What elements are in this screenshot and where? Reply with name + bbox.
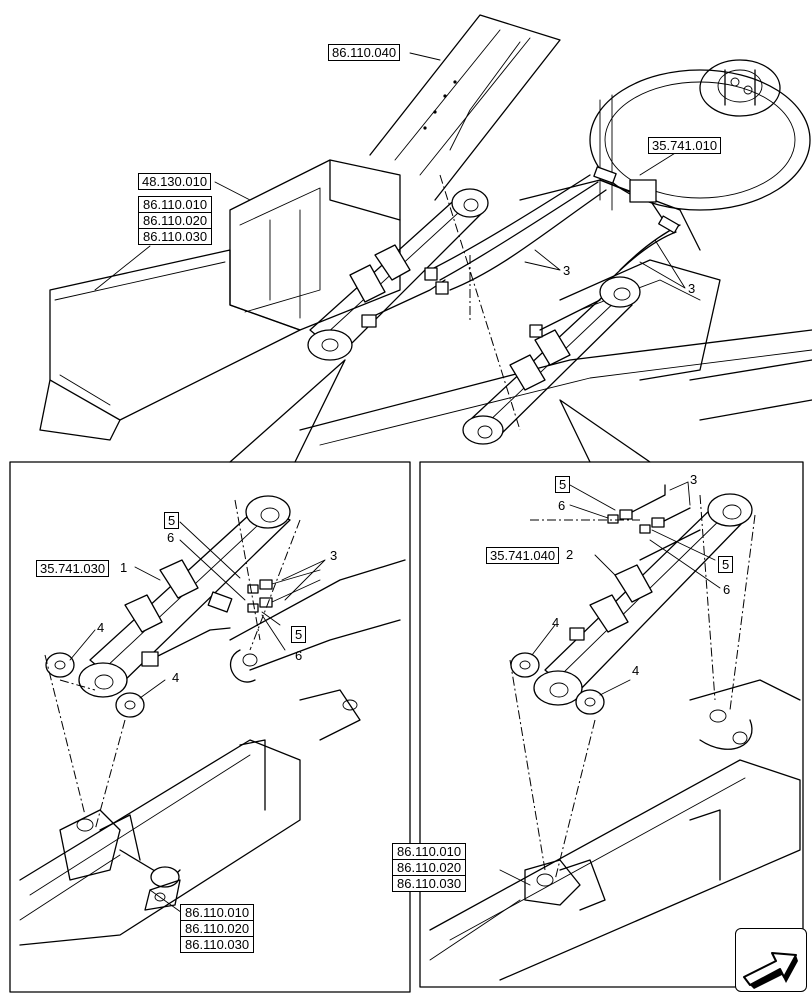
left-detail-frame: [9, 461, 411, 993]
callout-4: 4: [97, 620, 105, 635]
ref-stack-left-item[interactable]: 86.110.010: [181, 905, 254, 921]
right-detail-frame: [419, 461, 804, 988]
callout-5-box: 5: [291, 626, 307, 643]
ref-35-741-030[interactable]: 35.741.030: [36, 560, 110, 577]
callout-1: 1: [120, 560, 128, 575]
ref-stack-top-item[interactable]: 86.110.010: [139, 197, 212, 213]
right-detail-scene: [429, 481, 801, 981]
ref-86-110-040[interactable]: 86.110.040: [328, 44, 401, 61]
next-page-button[interactable]: [735, 928, 807, 992]
callout-5-box: 5: [164, 512, 180, 529]
ref-35-741-040[interactable]: 35.741.040: [486, 547, 560, 564]
ref-stack-top: 86.110.010 86.110.020 86.110.030: [138, 196, 213, 245]
callout-3: 3: [563, 263, 571, 278]
callout-6: 6: [558, 498, 566, 513]
callout-2: 2: [566, 547, 574, 562]
next-page-arrow-icon: [743, 952, 798, 989]
callout-3: 3: [690, 472, 698, 487]
callout-6: 6: [723, 582, 731, 597]
callout-4: 4: [552, 615, 560, 630]
ref-stack-right-panel: 86.110.010 86.110.020 86.110.030: [392, 843, 467, 892]
ref-stack-top-item[interactable]: 86.110.030: [143, 229, 208, 244]
ref-35-741-010[interactable]: 35.741.010: [648, 137, 722, 154]
ref-stack-left-panel: 86.110.010 86.110.020 86.110.030: [180, 904, 255, 953]
callout-5-box: 5: [718, 556, 734, 573]
callout-6: 6: [167, 530, 175, 545]
callout-4: 4: [632, 663, 640, 678]
callout-3: 3: [688, 281, 696, 296]
left-detail-scene: [19, 495, 406, 946]
callout-5-box: 5: [555, 476, 571, 493]
top-assembly-scene: [39, 14, 812, 463]
ref-stack-left-item[interactable]: 86.110.030: [185, 937, 250, 952]
callout-6: 6: [295, 648, 303, 663]
ref-48-130-010[interactable]: 48.130.010: [138, 173, 212, 190]
ref-stack-right-item[interactable]: 86.110.020: [393, 860, 466, 876]
ref-stack-right-item[interactable]: 86.110.010: [393, 844, 466, 860]
callout-4: 4: [172, 670, 180, 685]
ref-stack-top-item[interactable]: 86.110.020: [139, 213, 212, 229]
callout-3: 3: [330, 548, 338, 563]
ref-stack-left-item[interactable]: 86.110.020: [181, 921, 254, 937]
ref-stack-right-item[interactable]: 86.110.030: [397, 876, 462, 891]
